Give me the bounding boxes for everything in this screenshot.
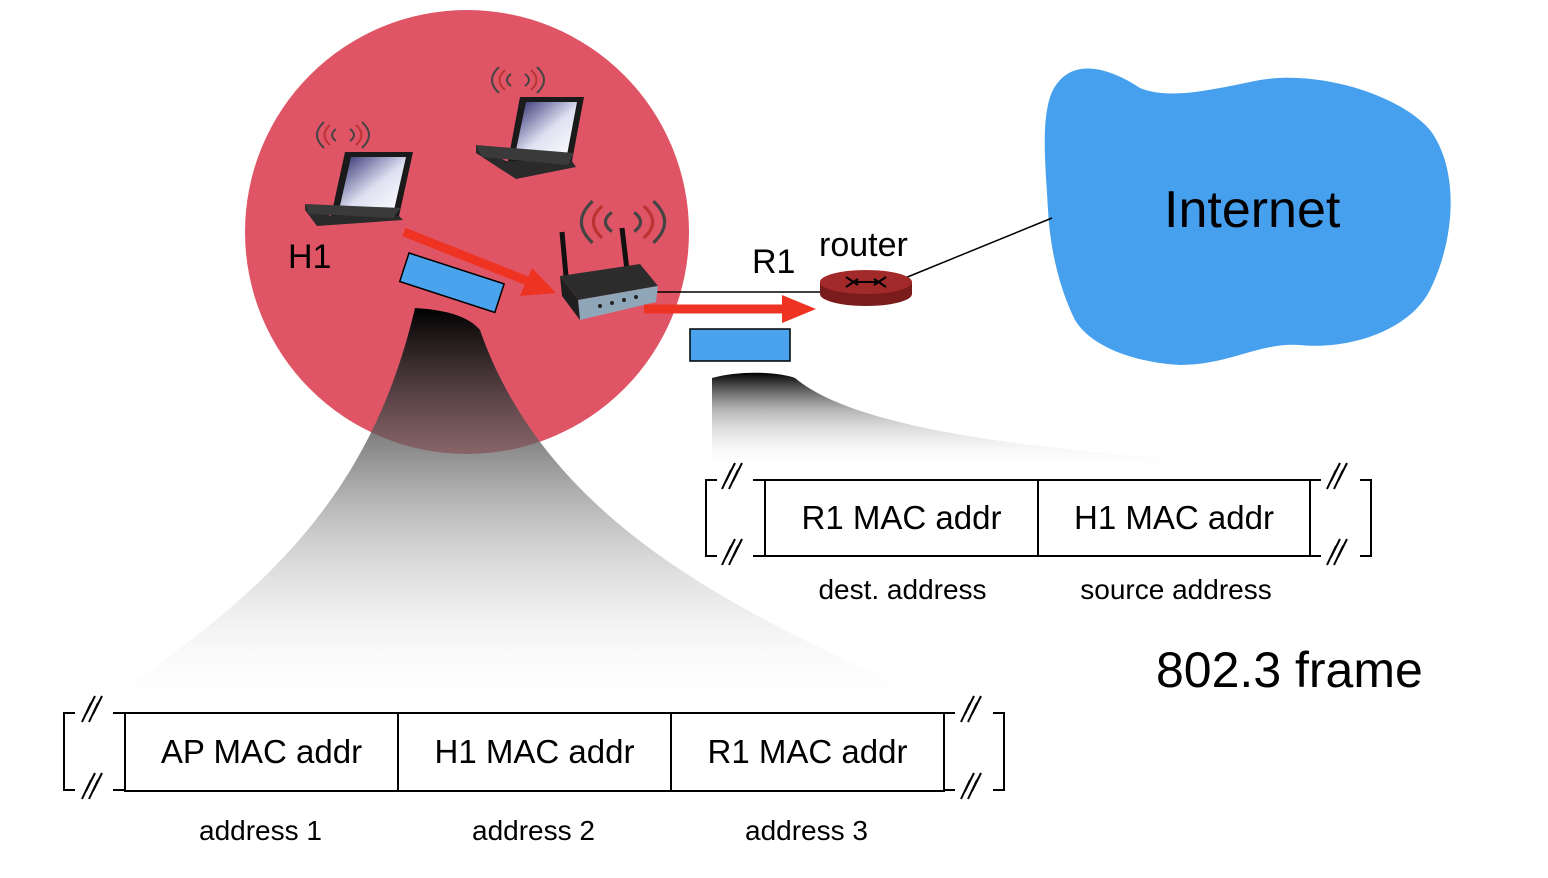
- router-icon: [820, 270, 912, 306]
- internet-cloud-icon: [1044, 68, 1451, 365]
- access-point-icon: [559, 227, 658, 320]
- ethernet-caption-2: source address: [1080, 574, 1272, 605]
- wifi-caption-1: address 1: [199, 815, 322, 846]
- ethernet-frame-field-1: R1 MAC addr: [764, 479, 1039, 557]
- frame-break-icon: [1310, 462, 1372, 566]
- router-internet-link: [904, 217, 1053, 279]
- frame-break-icon: [705, 462, 764, 566]
- laptop-icon: [476, 97, 584, 179]
- frame-8023-label: 802.3 frame: [1156, 642, 1423, 698]
- frame-break-icon: [943, 695, 1005, 800]
- ethernet-frame-field-2: H1 MAC addr: [1037, 479, 1311, 557]
- ethernet-frame: R1 MAC addr H1 MAC addr: [764, 479, 1311, 557]
- ethernet-frame-captions: dest. address source address: [764, 574, 1311, 606]
- frame-break-icon: [63, 695, 124, 800]
- arrow-h1-to-ap: [402, 227, 556, 296]
- wifi-frame-captions: address 1 address 2 address 3: [124, 815, 943, 847]
- wifi-frame-field-1: AP MAC addr: [124, 712, 399, 792]
- wifi-frame: AP MAC addr H1 MAC addr R1 MAC addr: [124, 712, 945, 792]
- wifi-caption-2: address 2: [472, 815, 595, 846]
- wifi-frame-field-2: H1 MAC addr: [397, 712, 672, 792]
- r1-label: R1: [752, 243, 796, 281]
- zoom-cone-ethernet: [712, 372, 1340, 468]
- wifi-frame-field-3: R1 MAC addr: [670, 712, 945, 792]
- internet-label: Internet: [1164, 181, 1341, 239]
- ethernet-frame-box: [689, 328, 791, 362]
- wifi-caption-3: address 3: [745, 815, 868, 846]
- laptop-icon: [305, 152, 413, 226]
- router-label: router: [819, 226, 908, 264]
- wifi-frame-box: [398, 252, 506, 314]
- arrow-ap-to-router: [644, 295, 816, 323]
- zoom-cone-wifi: [88, 308, 952, 712]
- ethernet-caption-1: dest. address: [818, 574, 987, 605]
- h1-label: H1: [288, 238, 332, 276]
